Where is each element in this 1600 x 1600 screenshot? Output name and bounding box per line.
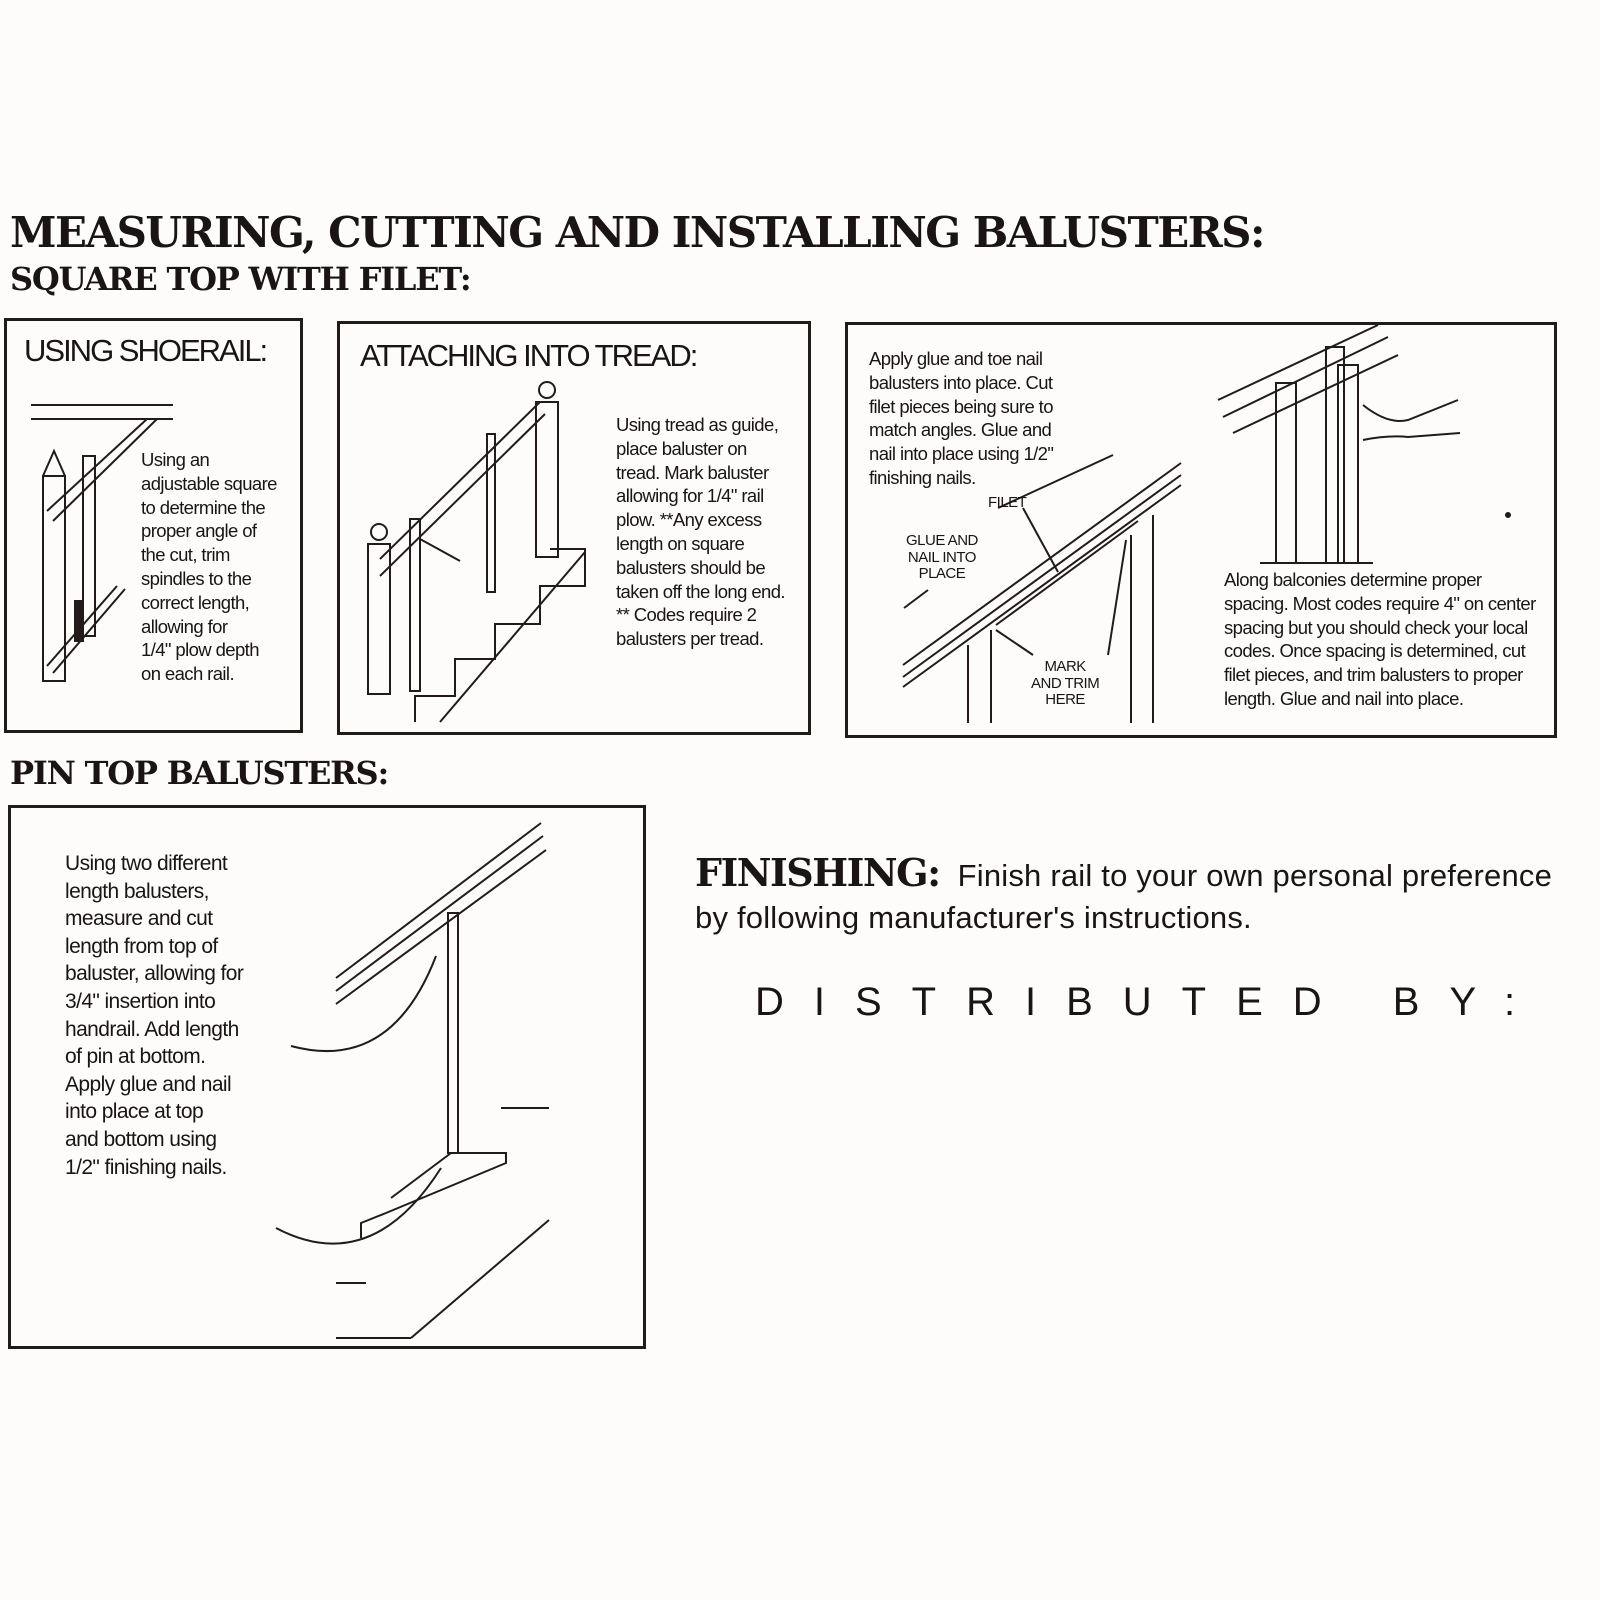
text-line: balusters per tread. — [616, 628, 764, 650]
distributed-by-label: DISTRIBUTED BY: — [755, 980, 1546, 1024]
text-line: of pin at bottom. — [65, 1045, 206, 1069]
text-line: adjustable square — [141, 472, 277, 494]
panel-attaching-into-tread: ATTACHING INTO TREAD: Using tread as gui… — [337, 321, 811, 735]
text-line: MARK — [1044, 658, 1086, 675]
section-heading-square-top: SQUARE TOP WITH FILET: — [10, 260, 472, 298]
text-line: Apply glue and toe nail — [869, 348, 1043, 369]
text-line: spacing but you should check your local — [1224, 616, 1528, 638]
shoerail-illustration — [31, 404, 173, 682]
text-line: plow. **Any excess — [616, 509, 762, 531]
pin-top-illustration — [275, 822, 550, 1339]
text-line: NAIL INTO — [907, 548, 977, 566]
panel-pin-top-balusters: Using two different length balusters, meas… — [8, 805, 646, 1349]
text-line: length from top of — [65, 934, 218, 958]
panel-title: ATTACHING INTO TREAD: — [360, 338, 698, 373]
finishing-text-line1: Finish rail to your own personal prefere… — [957, 858, 1553, 893]
text-line: balusters should be — [616, 556, 766, 578]
text-line: length balusters, — [65, 879, 210, 903]
section-heading-pin-top: PIN TOP BALUSTERS: — [10, 754, 389, 792]
text-line: Along balconies determine proper — [1224, 569, 1482, 590]
text-line: allowing for — [141, 615, 228, 637]
text-line: AND TRIM — [1031, 674, 1100, 692]
text-line: place baluster on — [616, 437, 747, 459]
text-line: Using tread as guide, — [616, 414, 779, 435]
text-line: nail into place using 1/2" — [869, 443, 1054, 465]
text-line: handrail. Add length — [65, 1017, 239, 1041]
text-line: on each rail. — [141, 663, 235, 685]
tread-staircase-illustration — [367, 381, 586, 723]
text-line: baluster, allowing for — [65, 962, 244, 986]
page-title: MEASURING, CUTTING AND INSTALLING BALUST… — [10, 208, 1266, 257]
text-line: taken off the long end. — [616, 580, 786, 602]
text-line: into place at top — [65, 1100, 204, 1124]
filet-rail-illustration — [902, 324, 1511, 723]
text-line: PLACE — [918, 565, 966, 582]
text-line: length. Glue and nail into place. — [1224, 687, 1464, 709]
text-line: ** Codes require 2 — [616, 604, 757, 626]
text-line: match angles. Glue and — [869, 419, 1052, 441]
panel-title: USING SHOERAIL: — [24, 333, 268, 368]
text-line: 3/4" insertion into — [65, 989, 216, 1013]
text-line: filet pieces, and trim balusters to prop… — [1224, 664, 1523, 686]
text-line: measure and cut — [65, 907, 213, 931]
text-line: finishing nails. — [869, 466, 976, 488]
text-line: GLUE AND — [906, 532, 978, 549]
text-line: tread. Mark baluster — [616, 461, 769, 483]
pin-top-instructions: Using two different length balusters, meas… — [65, 850, 244, 1181]
text-line: Using an — [141, 449, 210, 470]
text-line: 1/4" plow depth — [141, 639, 260, 661]
text-line: codes. Once spacing is determined, cut — [1224, 640, 1526, 662]
finishing-text-line2: by following manufacturer's instructions… — [695, 900, 1252, 935]
text-line: the cut, trim — [141, 544, 230, 566]
text-line: 1/2" finishing nails. — [65, 1155, 227, 1179]
text-line: HERE — [1045, 691, 1085, 708]
finishing-section: FINISHING: Finish rail to your own perso… — [695, 850, 1552, 895]
text-line: Apply glue and nail — [65, 1072, 232, 1096]
text-line: spacing. Most codes require 4" on center — [1224, 592, 1536, 614]
filet-label: FILET — [988, 494, 1027, 511]
text-line: length on square — [616, 532, 745, 554]
finishing-heading: FINISHING: — [695, 850, 941, 895]
text-line: and bottom using — [65, 1127, 217, 1151]
text-line: balusters into place. Cut — [869, 371, 1053, 393]
text-line: allowing for 1/4" rail — [616, 485, 764, 507]
text-line: Using two different — [65, 852, 228, 875]
text-line: correct length, — [141, 591, 250, 613]
text-line: proper angle of — [141, 520, 257, 542]
text-line: filet pieces being sure to — [869, 395, 1054, 417]
text-line: spindles to the — [141, 567, 252, 589]
text-line: to determine the — [141, 496, 266, 518]
